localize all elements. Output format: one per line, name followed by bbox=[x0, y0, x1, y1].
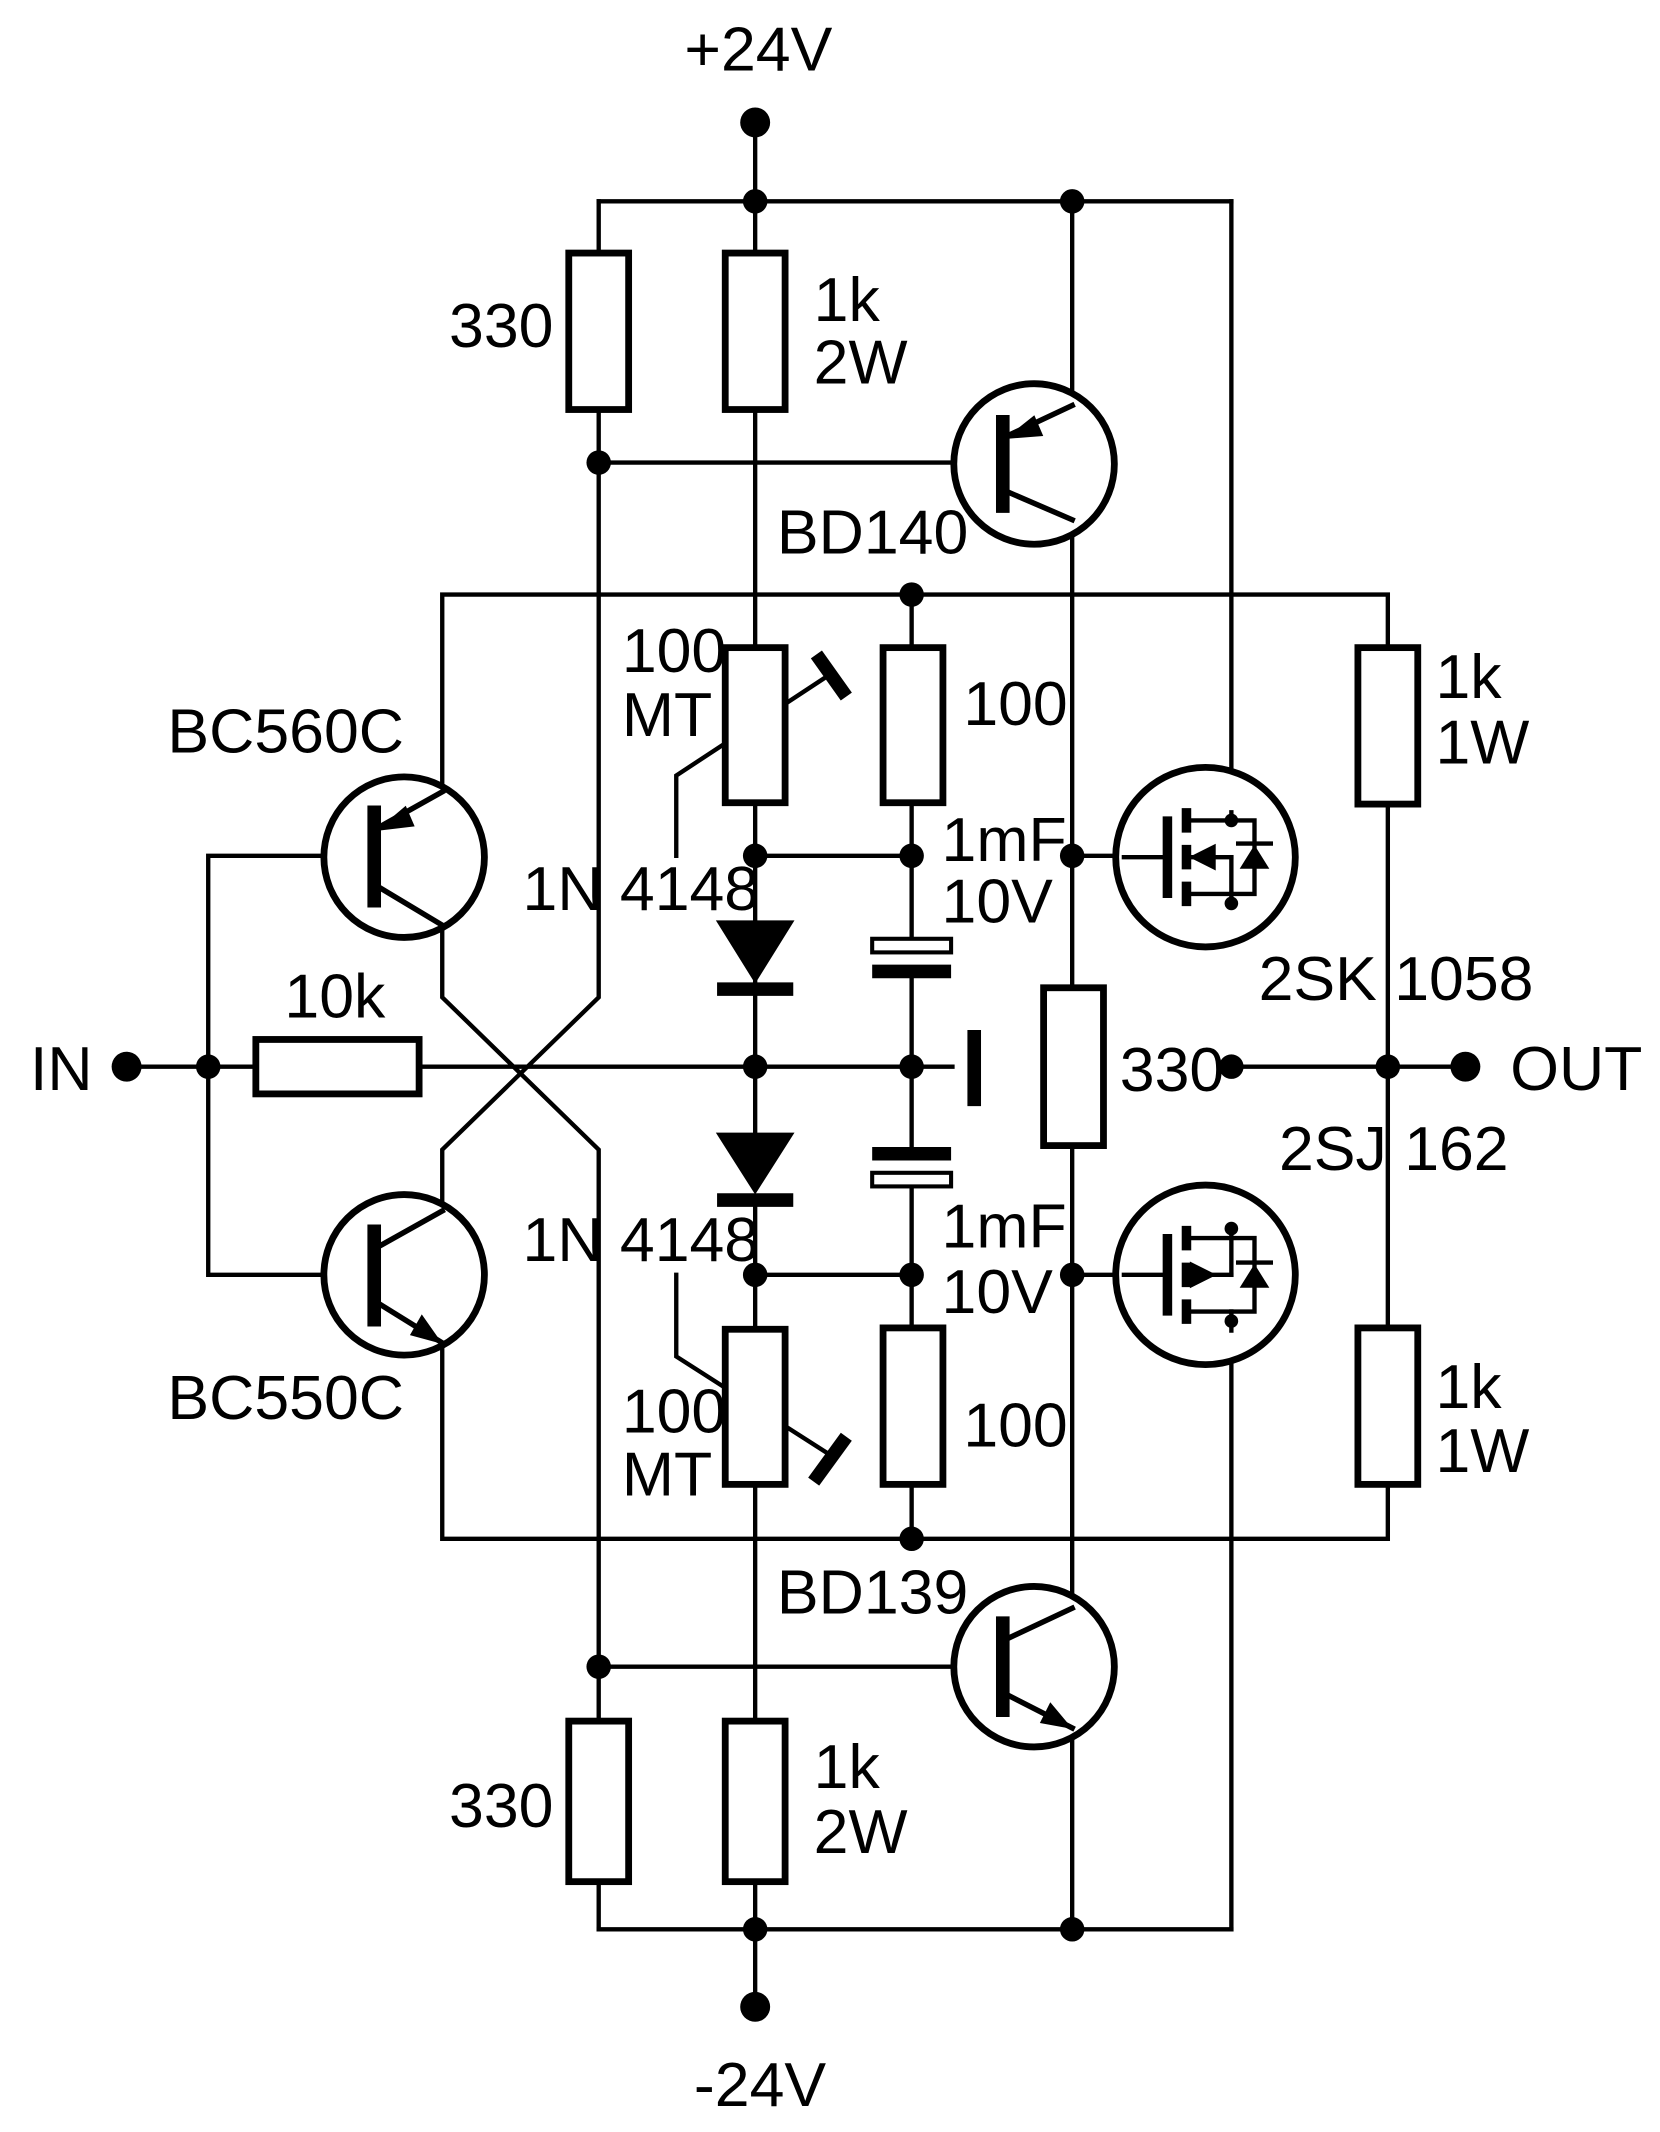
terminal-plus-24v bbox=[740, 107, 771, 138]
label-r-top-left: 330 bbox=[449, 291, 553, 361]
resistor-10k-input bbox=[252, 1036, 423, 1098]
label-d-bot: 1N 4148 bbox=[523, 1205, 760, 1275]
label-r-out-bot: 1k bbox=[1435, 1352, 1502, 1422]
label-r-bot-1k-power: 2W bbox=[814, 1797, 908, 1867]
label-pot-top-value: 100 bbox=[622, 616, 726, 686]
potentiometer-100-bottom bbox=[721, 1325, 789, 1488]
resistor-1k-2w-bottom bbox=[721, 1717, 789, 1886]
label-r-bot-left: 330 bbox=[449, 1771, 553, 1841]
label-r-mid: 330 bbox=[1120, 1035, 1224, 1105]
transistor-bd140 bbox=[950, 380, 1118, 548]
label-r-top-1k: 1k bbox=[814, 265, 881, 335]
label-r-out-top: 1k bbox=[1435, 642, 1502, 712]
resistor-1k-1w-top bbox=[1354, 644, 1422, 808]
resistor-1k-1w-bottom bbox=[1354, 1324, 1422, 1488]
capacitor-1mf-top bbox=[870, 936, 954, 979]
mosfet-2sk1058 bbox=[1112, 763, 1299, 951]
label-c-top-value: 1mF bbox=[942, 805, 1067, 875]
label-r-out-bot-power: 1W bbox=[1435, 1416, 1529, 1486]
resistor-1k-2w-top bbox=[721, 249, 789, 413]
mosfet-2sj162 bbox=[1112, 1181, 1299, 1369]
label-input: IN bbox=[30, 1034, 93, 1104]
label-c-top-voltage: 10V bbox=[942, 866, 1054, 936]
label-d-top: 1N 4148 bbox=[523, 854, 760, 924]
label-pot-top-type: MT bbox=[622, 680, 712, 750]
diode-1n4148-top bbox=[715, 920, 795, 996]
pot-wiper-bottom bbox=[808, 1432, 852, 1486]
label-c-bot-voltage: 10V bbox=[942, 1257, 1054, 1327]
capacitor-1mf-bottom bbox=[870, 1146, 954, 1189]
pot-wiper-top bbox=[810, 650, 852, 701]
transistor-bd139 bbox=[950, 1583, 1118, 1751]
label-output: OUT bbox=[1510, 1034, 1642, 1104]
resistor-330-mid bbox=[1040, 984, 1107, 1149]
label-r-bot-100: 100 bbox=[963, 1390, 1067, 1460]
label-r-bot-1k: 1k bbox=[814, 1732, 881, 1802]
label-q-bc550c: BC550C bbox=[167, 1363, 404, 1433]
labels: +24V -24V IN OUT 330 1k 2W BD140 BC560C … bbox=[30, 15, 1642, 2120]
transistor-bc550c bbox=[320, 1191, 488, 1359]
label-q-bd139: BD139 bbox=[777, 1558, 968, 1628]
resistor-100-top bbox=[879, 644, 947, 807]
potentiometer-100-top bbox=[721, 644, 789, 807]
terminal-out bbox=[1450, 1051, 1481, 1082]
label-pot-bot-type: MT bbox=[622, 1439, 712, 1509]
label-m-2sj: 2SJ 162 bbox=[1279, 1114, 1509, 1184]
label-r-out-top-power: 1W bbox=[1435, 707, 1529, 777]
label-pot-bot-value: 100 bbox=[622, 1377, 726, 1447]
label-r-top-1k-power: 2W bbox=[814, 328, 908, 398]
resistors bbox=[252, 249, 1422, 1886]
diode-1n4148-bottom bbox=[715, 1132, 795, 1207]
label-supply-pos: +24V bbox=[684, 15, 832, 85]
label-m-2sk: 2SK 1058 bbox=[1259, 944, 1534, 1014]
resistor-330-top bbox=[565, 249, 633, 413]
terminal-in bbox=[111, 1051, 142, 1082]
label-supply-neg: -24V bbox=[694, 2050, 826, 2120]
wires bbox=[124, 120, 1468, 2010]
transistor-bc560c bbox=[320, 773, 488, 941]
label-q-bc560c: BC560C bbox=[167, 696, 404, 766]
label-r-top-100: 100 bbox=[963, 669, 1067, 739]
label-c-bot-value: 1mF bbox=[942, 1192, 1067, 1262]
terminal-minus-24v bbox=[740, 1991, 771, 2022]
junctions bbox=[195, 189, 1401, 1942]
resistor-100-bottom bbox=[879, 1324, 947, 1488]
label-q-bd140: BD140 bbox=[777, 498, 968, 568]
resistor-330-bottom bbox=[565, 1717, 633, 1886]
label-r-input: 10k bbox=[284, 962, 386, 1032]
